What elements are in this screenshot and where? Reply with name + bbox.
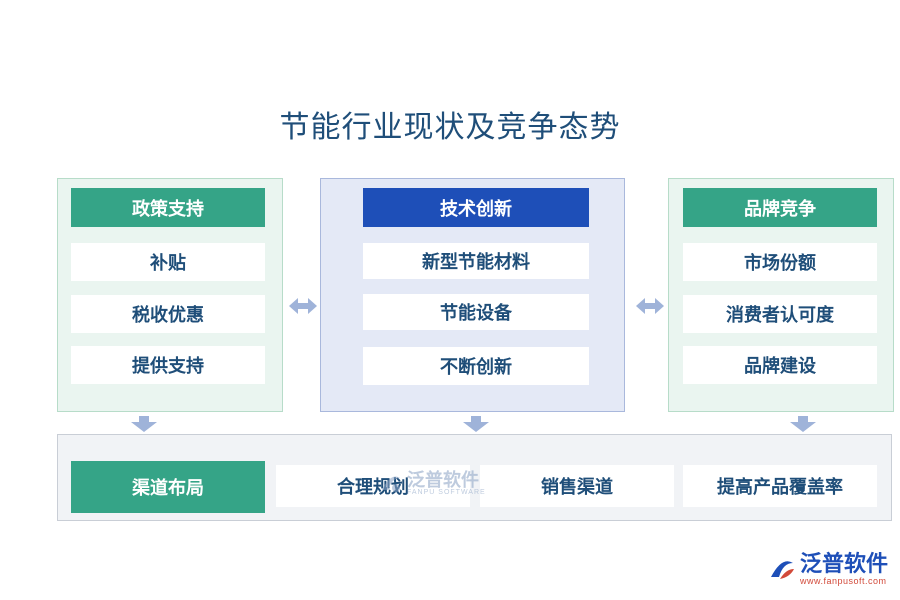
diagram-title: 节能行业现状及竞争态势: [279, 110, 621, 145]
watermark-text: 泛普软件: [407, 469, 479, 490]
fanpu-logo-icon: [771, 561, 794, 579]
brand-competition-header: 品牌竞争: [683, 188, 877, 227]
logo-url: www.fanpusoft.com: [800, 576, 887, 586]
tech-item-materials: 新型节能材料: [363, 243, 589, 279]
tech-item-equipment: 节能设备: [363, 294, 589, 330]
down-arrow-icon: [131, 416, 157, 432]
brand-item-recognition: 消费者认可度: [683, 295, 877, 333]
channel-item-sales: 销售渠道: [480, 465, 674, 507]
tech-item-innovation: 不断创新: [363, 347, 589, 385]
brand-logo: 泛普软件 www.fanpusoft.com: [768, 552, 888, 586]
down-arrow-icon: [463, 416, 489, 432]
down-arrow-icon: [790, 416, 816, 432]
channel-layout-header: 渠道布局: [71, 461, 265, 513]
channel-item-coverage: 提高产品覆盖率: [683, 465, 877, 507]
fanpu-logo-icon: [382, 476, 400, 492]
policy-item-tax: 税收优惠: [71, 295, 265, 333]
watermark-sub: FANPU SOFTWARE: [407, 488, 486, 496]
brand-item-share: 市场份额: [683, 243, 877, 281]
double-arrow-icon: [636, 298, 664, 314]
double-arrow-icon: [289, 298, 317, 314]
brand-item-building: 品牌建设: [683, 346, 877, 384]
tech-innovation-header: 技术创新: [363, 188, 589, 227]
policy-support-header: 政策支持: [71, 188, 265, 227]
watermark: 泛普软件 FANPU SOFTWARE: [378, 470, 486, 496]
policy-item-support: 提供支持: [71, 346, 265, 384]
policy-item-subsidy: 补贴: [71, 243, 265, 281]
logo-text: 泛普软件: [800, 551, 889, 576]
